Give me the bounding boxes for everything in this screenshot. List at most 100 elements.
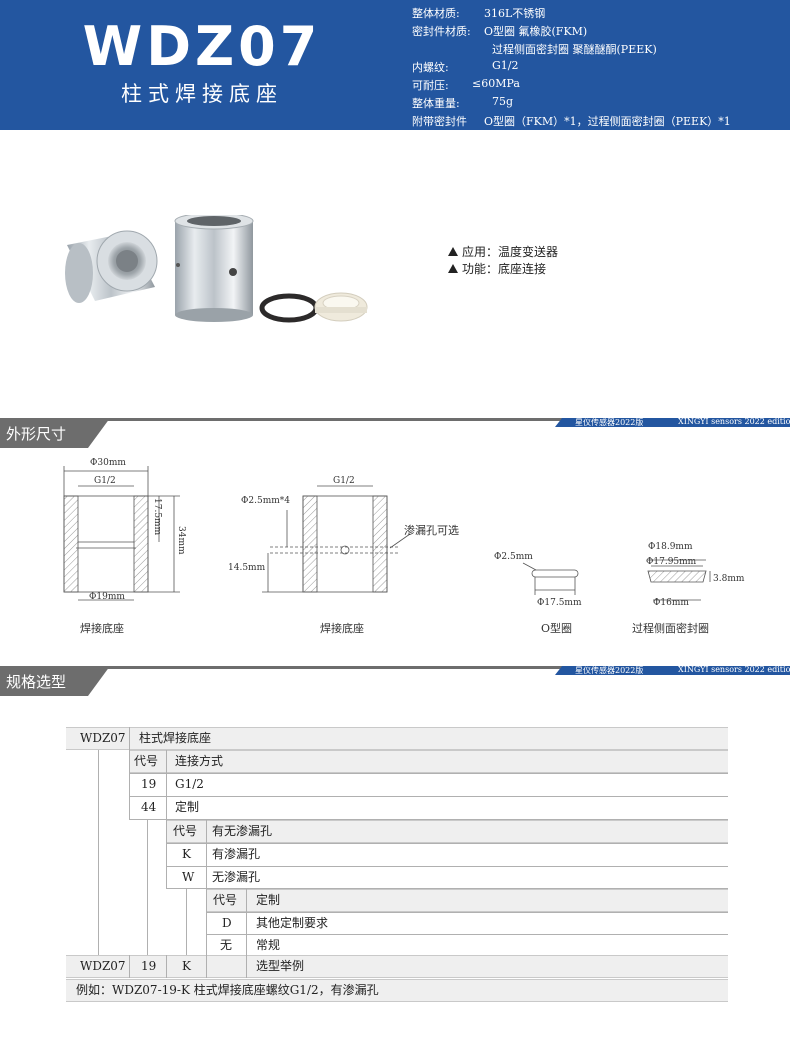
edition-strip — [555, 418, 790, 427]
dim-thread: G1/2 — [94, 476, 116, 486]
level1-title: 连接方式 — [175, 754, 224, 768]
peek-ring-part — [314, 292, 368, 322]
dimension-drawings: Φ30mm G1/2 Φ19mm 17.5mm 34mm 焊接底座 G1/2 Φ… — [0, 450, 790, 660]
grid-line — [166, 866, 728, 867]
grid-line — [166, 750, 167, 820]
example-c1: 19 — [141, 959, 157, 973]
dim-thread-2: G1/2 — [333, 476, 355, 486]
row-level1-header — [129, 750, 728, 773]
spec-row-weight: 整体重量: 75g — [412, 95, 513, 111]
spec-label: 内螺纹: — [412, 61, 449, 74]
spec-panel: 整体材质: 316L不锈钢 密封件材质: O型圈 氟橡胶(FKM) 过程侧面密封… — [404, 0, 790, 130]
dim-outer-diameter: Φ30mm — [90, 458, 126, 468]
row-example-text — [66, 979, 728, 1002]
grid-line — [129, 727, 130, 750]
level3-code: 无 — [220, 938, 233, 952]
weld-base-part-upright — [174, 215, 254, 322]
dim-peek-inner: Φ16mm — [653, 598, 689, 608]
edition-cn: 星仪传感器2022版 — [575, 666, 644, 675]
spec-label: 整体材质: — [412, 7, 460, 20]
grid-line — [129, 955, 130, 978]
spec-label: 整体重量: — [412, 97, 460, 110]
o-ring-part — [259, 293, 319, 323]
grid-line — [206, 820, 207, 889]
row-level2-header — [166, 820, 728, 843]
level1-desc: 定制 — [175, 800, 200, 814]
example-text: 例如：WDZ07-19-K 柱式焊接底座螺纹G1/2，有渗漏孔 — [76, 983, 379, 997]
spec-value: ≤60MPa — [472, 77, 520, 90]
level1-code: 19 — [141, 777, 157, 791]
feature-text: 功能：底座连接 — [462, 262, 547, 276]
edition-cn: 星仪传感器2022版 — [575, 418, 644, 427]
feature-function: 功能：底座连接 — [448, 260, 546, 277]
caption-drawing-2: 焊接底座 — [320, 622, 364, 635]
grid-line — [129, 773, 728, 774]
section-tab — [0, 418, 110, 448]
example-label: 选型举例 — [256, 959, 305, 973]
level1-code-header: 代号 — [134, 754, 159, 768]
dim-peek-mid: Φ17.95mm — [646, 557, 697, 567]
note-leak-hole: 渗漏孔可选 — [404, 524, 459, 537]
header: WDZ07 柱式焊接底座 整体材质: 316L不锈钢 密封件材质: O型圈 氟橡… — [0, 0, 790, 130]
grid-line — [206, 889, 207, 955]
section-bar-dimensions: 外形尺寸 星仪传感器2022版 XINGYI sensors 2022 edit… — [0, 417, 790, 448]
product-photo — [65, 215, 368, 323]
drawing-peek-ring — [647, 559, 711, 601]
dim-hole: Φ2.5mm*4 — [241, 496, 290, 506]
spec-value: G1/2 — [492, 59, 519, 72]
grid-line — [206, 955, 207, 978]
grid-line — [246, 955, 247, 978]
spec-row-pressure: 可耐压: ≤60MPa — [412, 77, 520, 93]
level2-code-header: 代号 — [173, 824, 198, 838]
caption-drawing-1: 焊接底座 — [80, 622, 124, 635]
dim-height-upper: 17.5mm — [152, 498, 162, 536]
spec-value: 过程侧面密封圈 聚醚醚酮(PEEK) — [492, 43, 657, 56]
product-subtitle: 柱式焊接底座 — [121, 82, 283, 106]
model-code: WDZ07 — [80, 731, 126, 745]
grid-line — [166, 888, 728, 889]
grid-line — [166, 843, 728, 844]
grid-line — [166, 955, 167, 978]
level3-code: D — [222, 916, 232, 930]
edition-en: XINGYI sensors 2022 edition — [678, 417, 790, 426]
triangle-bullet-icon — [448, 264, 458, 273]
row-model — [66, 727, 728, 750]
dim-height-total: 34mm — [176, 526, 186, 555]
triangle-bullet-icon — [448, 247, 458, 256]
weld-base-part-angled — [65, 230, 158, 303]
row-example — [66, 955, 728, 978]
caption-drawing-4: 过程侧面密封圈 — [632, 622, 709, 635]
drawing-weld-base-section — [63, 466, 180, 601]
caption-drawing-3: O型圈 — [541, 622, 573, 635]
feature-text: 应用：温度变送器 — [462, 245, 559, 259]
section-title: 外形尺寸 — [6, 425, 67, 443]
level3-title: 定制 — [256, 893, 281, 907]
brand-block: WDZ07 柱式焊接底座 — [0, 0, 404, 130]
spec-value: 316L不锈钢 — [484, 7, 546, 20]
edition-en: XINGYI sensors 2022 edition — [678, 665, 790, 674]
section-tab — [0, 666, 110, 696]
spec-value: 75g — [492, 95, 514, 108]
spec-row-material: 整体材质: 316L不锈钢 — [412, 5, 545, 21]
spec-row-accessories: 附带密封件 O型圈（FKM）*1，过程侧面密封圈（PEEK）*1 — [412, 113, 731, 129]
dim-peek-height: 3.8mm — [713, 574, 745, 584]
level3-code-header: 代号 — [213, 893, 238, 907]
edition-strip — [555, 666, 790, 675]
level1-desc: G1/2 — [175, 777, 204, 791]
row-level3-header — [206, 889, 728, 912]
grid-line — [166, 820, 167, 889]
spec-value: O型圈 氟橡胶(FKM) — [484, 25, 588, 38]
level3-desc: 其他定制要求 — [256, 916, 329, 930]
spec-label: 密封件材质: — [412, 25, 471, 38]
spec-row-thread: 内螺纹: G1/2 — [412, 59, 519, 75]
spec-row-seal: 密封件材质: O型圈 氟橡胶(FKM) — [412, 23, 587, 39]
dim-peek-outer: Φ18.9mm — [648, 542, 693, 552]
example-c2: K — [182, 959, 191, 973]
tree-line — [186, 889, 187, 955]
feature-application: 应用：温度变送器 — [448, 243, 558, 260]
section-title: 规格选型 — [6, 673, 67, 691]
grid-line — [129, 796, 728, 797]
level3-desc: 常规 — [256, 938, 281, 952]
spec-label: 可耐压: — [412, 79, 449, 92]
section-bar-selection: 规格选型 星仪传感器2022版 XINGYI sensors 2022 edit… — [0, 665, 790, 696]
